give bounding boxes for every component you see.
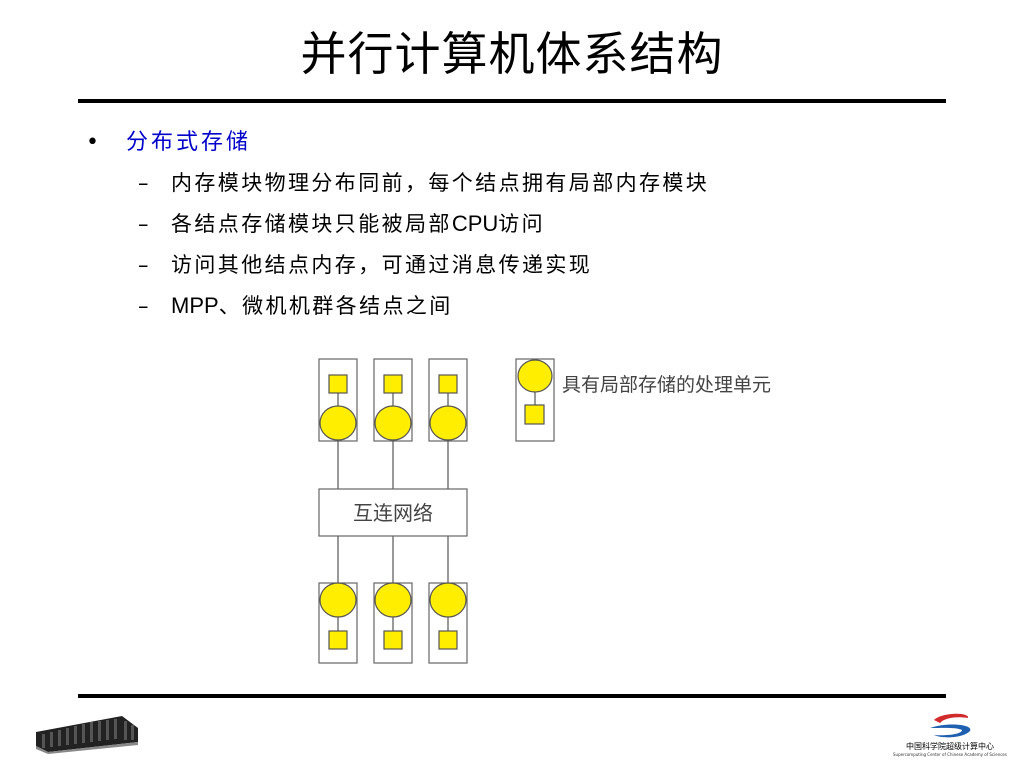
s-logo-icon [930, 713, 971, 738]
memory-module [438, 374, 458, 394]
bullet-item-distributed-storage: • 分布式存储 [86, 124, 946, 164]
processor-unit [429, 582, 467, 618]
processor-unit [319, 582, 357, 618]
sub-bullet-text: 访问其他结点内存，可通过消息传递实现 [171, 246, 592, 284]
organization-logo: 中国科学院超级计算中心 Supercomputing Center of Chi… [890, 712, 1010, 762]
organization-subtitle: Supercomputing Center of Chinese Academy… [893, 752, 1007, 757]
top-processing-nodes [318, 358, 468, 489]
sub-bullet-text-part: CPU [451, 211, 499, 236]
sub-bullet-3: – 访问其他结点内存，可通过消息传递实现 [86, 246, 946, 287]
interconnect-network-label: 互连网络 [353, 501, 433, 525]
memory-module [383, 374, 403, 394]
dash-symbol: – [138, 171, 149, 195]
bottom-processing-nodes [318, 536, 468, 664]
dash-symbol: – [138, 212, 149, 236]
sub-bullet-4: – MPP、微机机群各结点之间 [86, 287, 946, 328]
processor-unit [319, 405, 357, 441]
processor-unit [374, 405, 412, 441]
footer-divider [78, 694, 946, 698]
sub-bullet-1: – 内存模块物理分布同前，每个结点拥有局部内存模块 [86, 164, 946, 205]
sub-bullet-text: MPP、微机机群各结点之间 [171, 287, 453, 325]
bullet-symbol: • [86, 130, 99, 155]
memory-module [438, 630, 458, 650]
title-divider [78, 99, 946, 103]
interconnect-network-box [318, 488, 468, 537]
dash-symbol: – [138, 294, 149, 318]
memory-module [383, 630, 403, 650]
bullet-list: • 分布式存储 – 内存模块物理分布同前，每个结点拥有局部内存模块 – 各结点存… [86, 124, 946, 328]
legend-memory [524, 404, 545, 425]
sub-bullet-text-part: 访问其他结点内存，可通过消息传递实现 [171, 253, 593, 277]
sub-bullet-text-part: 各结点存储模块只能被局部 [171, 212, 452, 236]
processor-unit [429, 405, 467, 441]
processor-unit [374, 582, 412, 618]
slide-title: 并行计算机体系结构 [300, 27, 724, 81]
sub-bullet-text-part: 内存模块物理分布同前，每个结点拥有局部内存模块 [171, 171, 710, 195]
sub-bullet-2: – 各结点存储模块只能被局部CPU访问 [86, 205, 946, 246]
memory-module [328, 630, 348, 650]
legend-processor [517, 359, 553, 393]
legend-node [515, 358, 555, 442]
sub-bullet-text: 内存模块物理分布同前，每个结点拥有局部内存模块 [171, 164, 709, 202]
sub-bullet-text: 各结点存储模块只能被局部CPU访问 [171, 205, 545, 243]
bullet-text: 分布式存储 [126, 130, 252, 155]
sub-bullet-text-part: MPP [171, 293, 219, 318]
sub-bullet-text-part: 访问 [498, 212, 546, 236]
sub-bullet-text-part: 、微机机群各结点之间 [218, 294, 453, 318]
legend-label: 具有局部存储的处理单元 [562, 374, 771, 396]
organization-name: 中国科学院超级计算中心 [906, 742, 994, 751]
supercomputer-racks-image [36, 716, 138, 754]
memory-module [328, 374, 348, 394]
dash-symbol: – [138, 253, 149, 277]
